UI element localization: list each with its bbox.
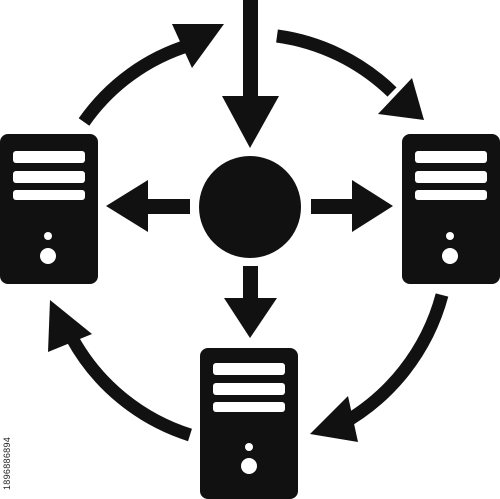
stock-id-watermark: 1896886894 <box>2 436 12 490</box>
arrow-down-icon <box>224 266 277 338</box>
hub-arrows <box>106 0 393 338</box>
curved-arrow-icon <box>276 29 424 120</box>
curved-arrow-icon <box>48 300 192 442</box>
cycle-arrows <box>48 24 449 442</box>
curved-arrow-icon <box>78 24 224 126</box>
filled-circle-icon <box>199 156 301 258</box>
arrow-left-icon <box>106 180 190 232</box>
arrow-down-icon <box>222 0 279 148</box>
server-left <box>0 134 98 284</box>
curved-arrow-icon <box>310 293 449 442</box>
server-bottom <box>200 348 298 499</box>
arrow-right-icon <box>311 180 393 232</box>
server-right <box>402 134 500 284</box>
